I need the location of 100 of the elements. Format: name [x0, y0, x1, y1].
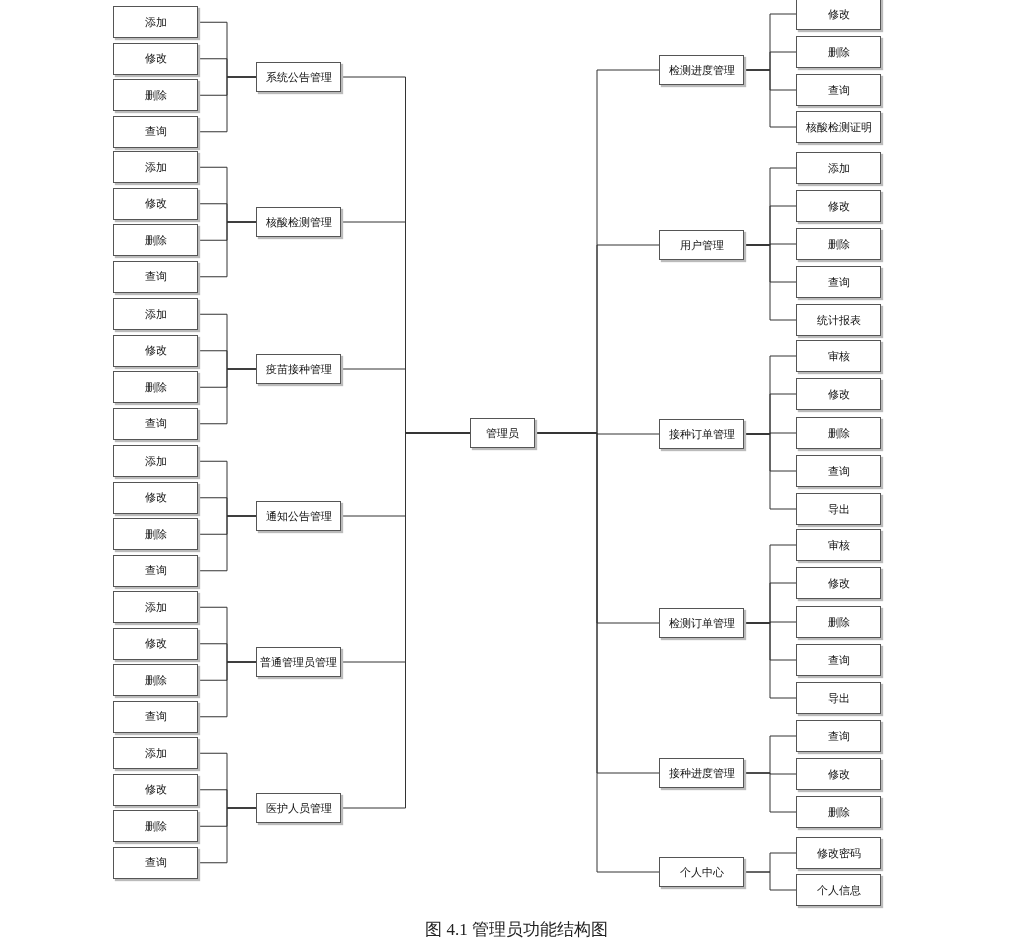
module-box [796, 606, 881, 638]
node-label: 添加 [144, 14, 167, 30]
module-box [796, 266, 881, 298]
module-box [113, 42, 198, 75]
node-label: 添加 [144, 159, 167, 175]
module-box [113, 773, 198, 806]
node-label: 添加 [144, 745, 167, 761]
node-label: 普通管理员管理 [260, 654, 337, 670]
node-label: 个人信息 [816, 882, 861, 898]
module-box [113, 334, 198, 367]
node-label: 添加 [144, 599, 167, 615]
module-box [256, 62, 341, 92]
figure-caption: 图 4.1 管理员功能结构图 [425, 920, 608, 939]
connector-line [743, 871, 797, 891]
node-label: 删除 [827, 236, 850, 252]
module-box [113, 664, 198, 697]
node-label: 通知公告管理 [265, 508, 332, 524]
node-label: 添加 [144, 453, 167, 469]
node-label: 修改 [827, 386, 850, 402]
module-box [796, 796, 881, 828]
module-box [796, 190, 881, 222]
node-label: 查询 [144, 416, 167, 432]
connector-line [197, 515, 257, 572]
module-box [113, 554, 198, 587]
module-box [113, 298, 198, 331]
module-box [113, 810, 198, 843]
module-box [796, 758, 881, 790]
module-box [796, 152, 881, 184]
node-label: 接种进度管理 [668, 765, 735, 781]
module-box [256, 207, 341, 237]
module-box [113, 700, 198, 733]
node-label: 修改 [144, 782, 167, 798]
node-label: 查询 [827, 274, 850, 290]
connector-line [197, 76, 257, 133]
connector-line [743, 772, 797, 813]
node-label: 修改 [827, 198, 850, 214]
module-box [113, 371, 198, 404]
node-label: 修改 [144, 343, 167, 359]
node-label: 删除 [144, 526, 167, 542]
node-label: 检测进度管理 [668, 62, 735, 78]
module-box [796, 304, 881, 336]
node-label: 删除 [827, 44, 850, 60]
connector-line [197, 807, 257, 864]
node-label: 修改 [144, 51, 167, 67]
module-box [256, 647, 341, 677]
node-label: 修改 [827, 575, 850, 591]
module-box [796, 0, 881, 30]
module-box [113, 591, 198, 624]
node-label: 查询 [144, 563, 167, 579]
module-box [796, 455, 881, 487]
module-box [796, 378, 881, 410]
module-box [113, 6, 198, 39]
connector-line [197, 221, 257, 278]
module-box [113, 481, 198, 514]
node-label: 用户管理 [679, 237, 724, 253]
module-box [113, 737, 198, 770]
node-label: 删除 [144, 379, 167, 395]
node-label: 添加 [827, 160, 850, 176]
connector-line [197, 661, 257, 718]
connector-line [743, 69, 797, 128]
node-label: 导出 [827, 690, 850, 706]
node-label: 疫苗接种管理 [265, 361, 332, 377]
node-label: 系统公告管理 [265, 69, 332, 85]
module-box [113, 407, 198, 440]
node-label: 管理员 [486, 425, 519, 441]
node-label: 查询 [144, 124, 167, 140]
module-box [796, 111, 881, 143]
module-box [256, 501, 341, 531]
node-label: 查询 [144, 855, 167, 871]
node-label: 删除 [144, 672, 167, 688]
node-label: 删除 [144, 818, 167, 834]
node-label: 修改密码 [816, 845, 861, 861]
node-label: 添加 [144, 306, 167, 322]
module-box [659, 758, 744, 788]
node-label: 导出 [827, 501, 850, 517]
module-box [796, 874, 881, 906]
node-label: 删除 [827, 614, 850, 630]
node-label: 个人中心 [679, 864, 724, 880]
module-box [113, 846, 198, 879]
module-box [659, 608, 744, 638]
module-box [113, 627, 198, 660]
connector-line [197, 368, 257, 425]
node-label: 查询 [827, 463, 850, 479]
module-box [113, 151, 198, 184]
module-box [113, 518, 198, 551]
module-box [659, 419, 744, 449]
module-box [796, 644, 881, 676]
module-box [796, 340, 881, 372]
node-label: 医护人员管理 [265, 800, 332, 816]
node-label: 审核 [827, 348, 850, 364]
module-box [113, 115, 198, 148]
module-box [796, 36, 881, 68]
node-label: 删除 [144, 87, 167, 103]
module-box [659, 230, 744, 260]
node-label: 删除 [144, 232, 167, 248]
node-label: 删除 [827, 425, 850, 441]
node-label: 接种订单管理 [668, 426, 735, 442]
root-box [470, 418, 535, 448]
module-box [113, 79, 198, 112]
node-label: 审核 [827, 537, 850, 553]
